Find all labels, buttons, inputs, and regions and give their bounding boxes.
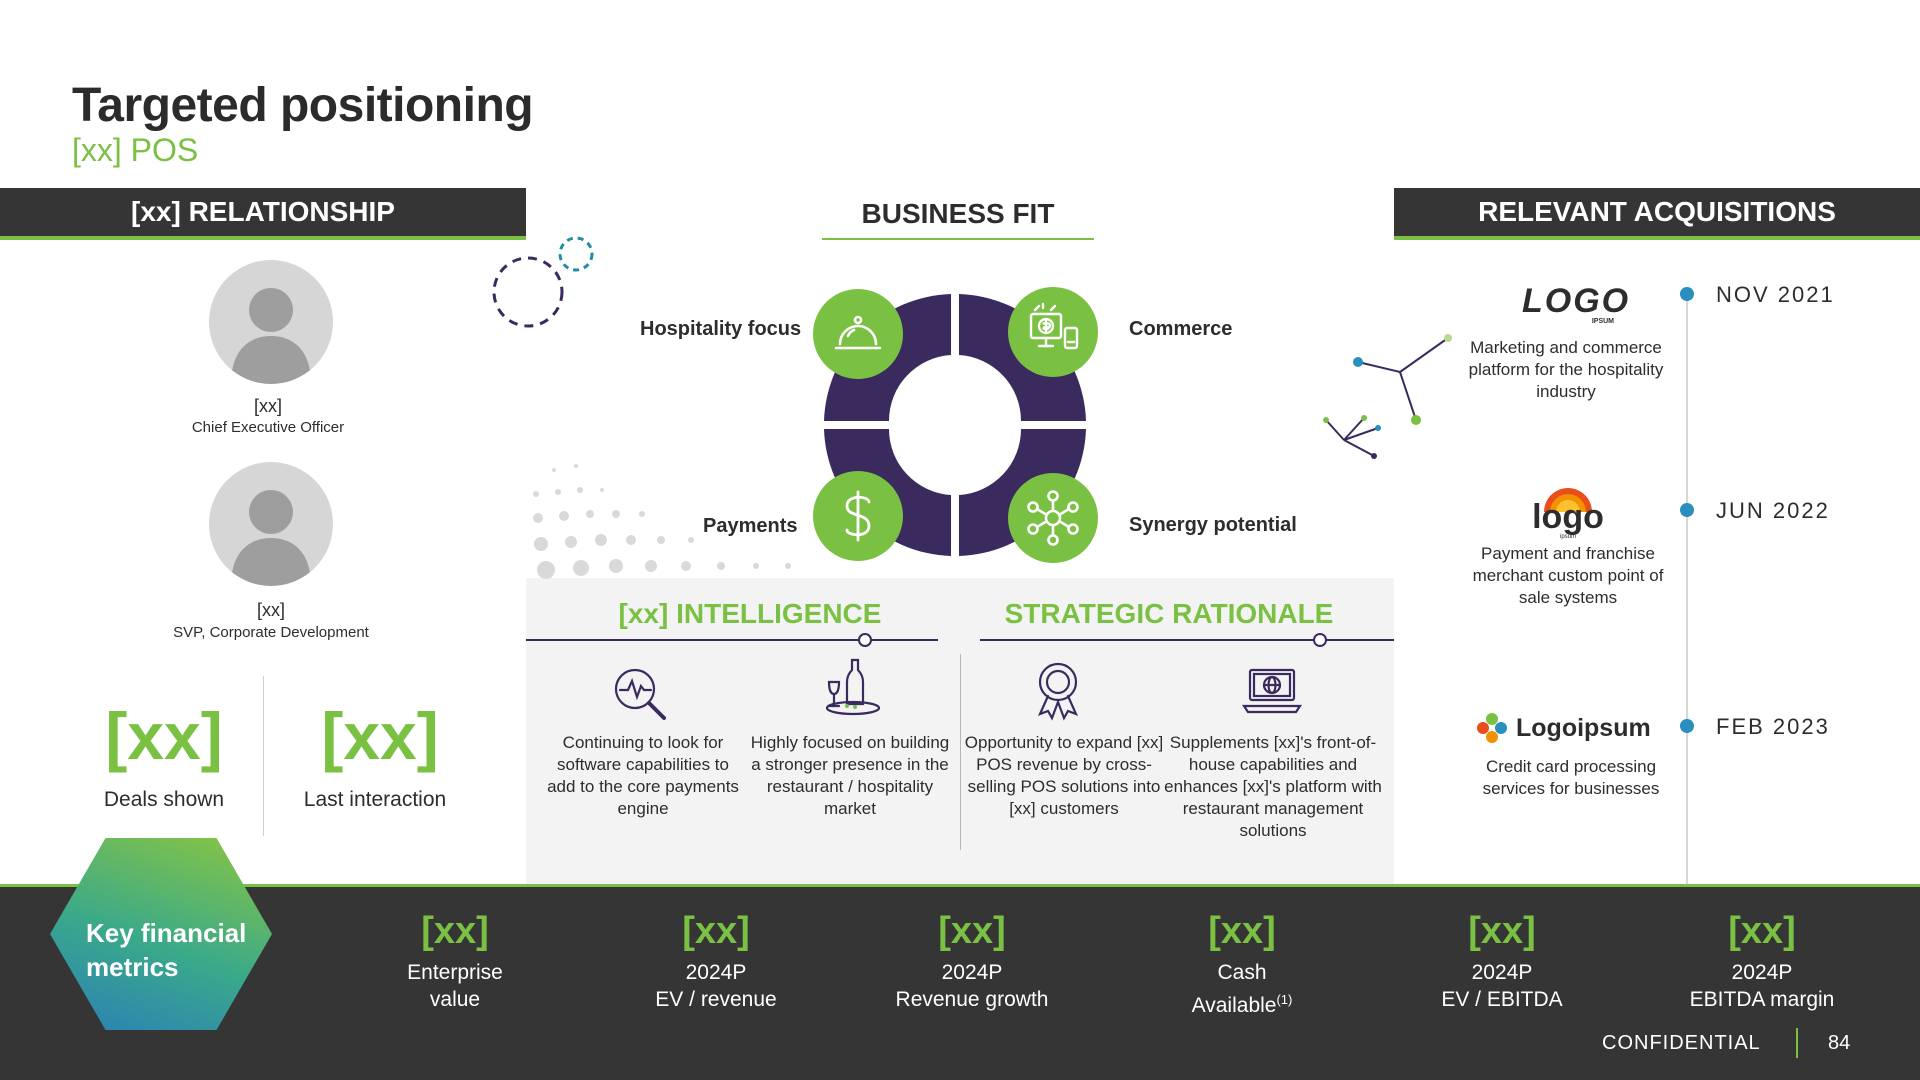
timeline-dot	[1680, 719, 1694, 733]
restaurant-icon	[825, 658, 881, 716]
acquisition-logo: LOGO IPSUM	[1522, 282, 1631, 325]
decorative-network-graphic	[1323, 334, 1452, 459]
synergy-potential-label: Synergy potential	[1129, 514, 1297, 536]
acquisition-description: Payment and franchise merchant custom po…	[1472, 544, 1664, 607]
award-icon	[1037, 662, 1079, 721]
page-number: 84	[1828, 1032, 1851, 1054]
deals-shown-label: Deals shown	[103, 788, 225, 811]
person-silhouette-icon	[231, 490, 311, 586]
strategic-point-text: Supplements [xx]'s front-of-house capabi…	[1164, 733, 1382, 840]
acquisitions-timeline	[1686, 290, 1688, 884]
intelligence-title: [xx] INTELLIGENCE	[618, 598, 882, 629]
page-title: Targeted positioning	[72, 79, 534, 132]
logo-sunburst-icon	[1544, 488, 1592, 512]
last-interaction-label: Last interaction	[303, 788, 447, 811]
commerce-label: Commerce	[1129, 318, 1233, 340]
acquisition-description: Marketing and commerce platform for the …	[1468, 338, 1664, 401]
person-name: [xx]	[256, 600, 285, 620]
payments-circle	[813, 471, 903, 561]
decorative-dot-pattern	[533, 464, 791, 579]
relationship-header: [xx] RELATIONSHIP	[0, 188, 526, 240]
person-silhouette-icon	[231, 288, 311, 384]
service-bell-icon	[834, 315, 882, 350]
decorative-dashed-circles	[492, 236, 594, 328]
payments-label: Payments	[703, 515, 798, 537]
network-icon	[1027, 490, 1079, 546]
intelligence-point-text: Continuing to look for software capabili…	[547, 733, 739, 818]
financial-metrics-bar	[0, 884, 1920, 1080]
synergy-circle	[1008, 473, 1098, 563]
key-financial-title: Key financial metrics	[86, 918, 247, 982]
footer-divider	[1796, 1028, 1798, 1058]
intelligence-underline	[526, 639, 938, 641]
strategic-underline-dot	[1313, 633, 1327, 647]
laptop-globe-icon	[1241, 668, 1303, 714]
stats-divider	[263, 676, 264, 836]
acquisition-logo: Logoipsum	[1474, 708, 1714, 748]
person-role: Chief Executive Officer	[191, 419, 345, 436]
page-subtitle: [xx] POS	[72, 132, 199, 168]
person-role: SVP, Corporate Development	[173, 624, 369, 641]
acquisitions-header: RELEVANT ACQUISITIONS	[1394, 188, 1920, 240]
key-financial-hexagon	[50, 838, 272, 1030]
acquisition-date: NOV 2021	[1716, 282, 1835, 307]
confidential-label: CONFIDENTIAL	[1602, 1032, 1761, 1054]
timeline-dot	[1680, 503, 1694, 517]
intelligence-underline-dot	[858, 633, 872, 647]
section-divider	[960, 654, 961, 850]
hospitality-circle	[813, 289, 903, 379]
last-interaction-value: [xx]	[321, 699, 439, 773]
commerce-icon	[1029, 302, 1079, 350]
deals-shown-value: [xx]	[105, 699, 223, 773]
person-name: [xx]	[253, 396, 282, 416]
acquisition-logo: logo ipsum	[1498, 486, 1638, 542]
logoipsum-mark-icon	[1477, 713, 1507, 743]
acquisition-date: JUN 2022	[1716, 498, 1830, 523]
hospitality-focus-label: Hospitality focus	[640, 318, 802, 340]
commerce-circle	[1008, 287, 1098, 377]
strategic-underline	[980, 639, 1394, 641]
acquisition-description: Credit card processing services for busi…	[1482, 757, 1660, 798]
dollar-icon	[845, 490, 871, 542]
intelligence-point-text: Highly focused on building a stronger pr…	[750, 733, 950, 818]
timeline-dot	[1680, 287, 1694, 301]
acquisition-date: FEB 2023	[1716, 714, 1830, 739]
avatar	[209, 260, 333, 384]
strategic-point-text: Opportunity to expand [xx] POS revenue b…	[964, 733, 1164, 818]
strategic-title: STRATEGIC RATIONALE	[1004, 598, 1334, 629]
avatar	[209, 462, 333, 586]
business-fit-title: BUSINESS FIT	[822, 198, 1094, 240]
analytics-search-icon	[614, 668, 666, 720]
